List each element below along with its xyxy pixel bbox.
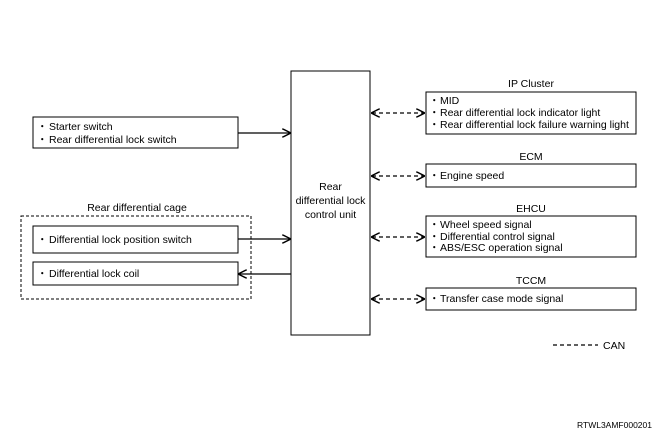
- ehcu-item-abs-esc: ABS/ESC operation signal: [440, 242, 563, 254]
- ecm-bullet: ・: [429, 170, 440, 182]
- ip-item-mid: MID: [440, 95, 460, 107]
- rear-diff-lock-switch-label: Rear differential lock switch: [49, 134, 177, 146]
- position-switch-label: Differential lock position switch: [49, 234, 192, 246]
- input-bullet-2: ・: [37, 134, 48, 146]
- input-bullet-1: ・: [37, 121, 48, 133]
- control-unit-line-1: Rear: [319, 181, 342, 193]
- lock-coil-box: [32, 261, 239, 286]
- can-legend-label: CAN: [603, 340, 625, 352]
- tccm-title: TCCM: [516, 275, 546, 287]
- input-switches-box: ・ Starter switch ・ Rear differential loc…: [32, 116, 239, 149]
- ip-bullet-1: ・: [429, 95, 440, 107]
- position-switch-box: [32, 225, 239, 254]
- ehcu-bullet-2: ・: [429, 231, 440, 243]
- ecm-module: ECM ・ Engine speed: [425, 151, 637, 188]
- lock-coil-label: Differential lock coil: [49, 268, 139, 280]
- position-switch-bullet: ・: [37, 234, 48, 246]
- ip-bullet-2: ・: [429, 107, 440, 119]
- ip-item-warning: Rear differential lock failure warning l…: [440, 119, 629, 131]
- tccm-bullet: ・: [429, 293, 440, 305]
- starter-switch-label: Starter switch: [49, 121, 113, 133]
- ehcu-module: EHCU ・ Wheel speed signal ・ Differential…: [425, 203, 637, 258]
- control-unit-line-2: differential lock: [296, 195, 367, 207]
- tccm-module: TCCM ・ Transfer case mode signal: [425, 275, 637, 311]
- reference-code: RTWL3AMF000201: [577, 420, 652, 430]
- ehcu-item-diff-control: Differential control signal: [440, 231, 555, 243]
- ecm-title: ECM: [519, 151, 542, 163]
- rear-cage-title: Rear differential cage: [87, 202, 187, 214]
- control-unit-line-3: control unit: [305, 209, 356, 221]
- ip-cluster-module: IP Cluster ・ MID ・ Rear differential loc…: [425, 78, 637, 135]
- rear-differential-cage: Rear differential cage ・ Differential lo…: [20, 202, 252, 300]
- ecm-item-engine-speed: Engine speed: [440, 170, 504, 182]
- ip-bullet-3: ・: [429, 119, 440, 131]
- ip-cluster-title: IP Cluster: [508, 78, 554, 90]
- ip-item-indicator: Rear differential lock indicator light: [440, 107, 600, 119]
- ehcu-item-wheel-speed: Wheel speed signal: [440, 219, 532, 231]
- ehcu-title: EHCU: [516, 203, 546, 215]
- ehcu-bullet-3: ・: [429, 242, 440, 254]
- tccm-item-transfer-case: Transfer case mode signal: [440, 293, 563, 305]
- can-legend: CAN: [553, 340, 625, 352]
- ehcu-bullet-1: ・: [429, 219, 440, 231]
- lock-coil-bullet: ・: [37, 268, 48, 280]
- control-unit: Rear differential lock control unit: [290, 70, 371, 336]
